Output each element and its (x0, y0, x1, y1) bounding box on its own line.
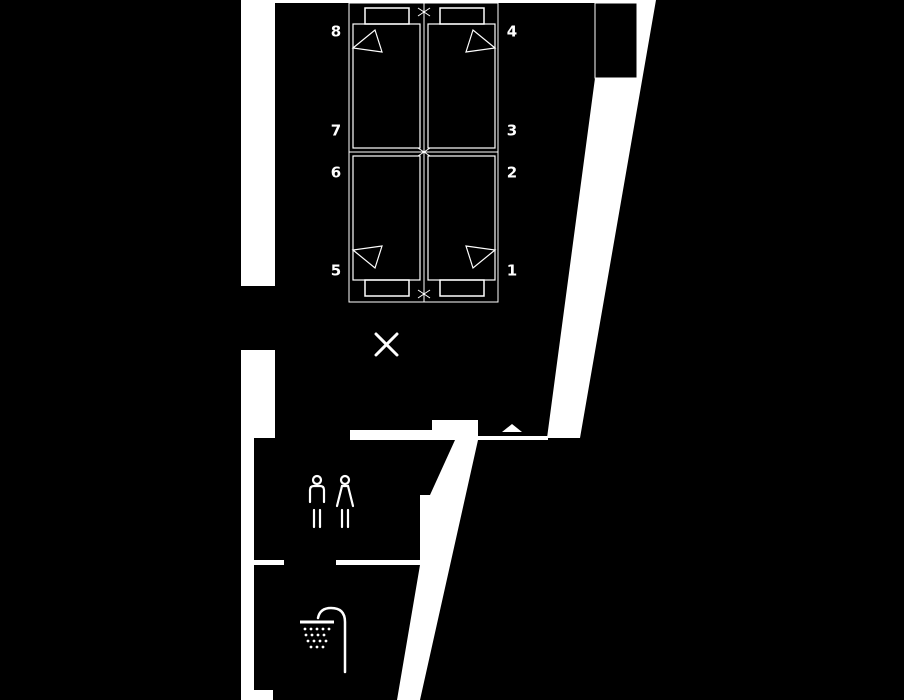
bunk-beds (348, 2, 499, 303)
partition-wall-left (350, 430, 432, 440)
bed-upper-right (427, 23, 496, 149)
blanket-fold-1 (465, 245, 497, 270)
shower-divider-left (254, 560, 284, 565)
shower-icon (300, 606, 347, 674)
lower-slanted-wall (397, 440, 478, 700)
bed-number-3: 3 (507, 122, 517, 140)
pillow-5 (364, 279, 410, 297)
x-mark-icon (374, 332, 399, 357)
walls (241, 0, 656, 700)
bed-lower-right (427, 155, 496, 281)
bed-number-4: 4 (507, 23, 517, 41)
bed-number-1: 1 (507, 262, 517, 280)
bed-numbers: 1 2 3 4 5 6 7 8 (331, 23, 517, 280)
pillow-1 (439, 279, 485, 297)
ladder-marks (417, 7, 431, 299)
bed-lower-left (352, 155, 421, 281)
bed-number-6: 6 (331, 164, 341, 182)
left-wall-bottom-step (241, 690, 273, 700)
partition-wall-door (478, 436, 548, 440)
left-wall-lower (241, 438, 254, 700)
blanket-fold-5 (351, 245, 383, 270)
entrance-arrow-icon (502, 424, 522, 432)
bed-upper-left (352, 23, 421, 149)
top-wall (241, 0, 639, 3)
left-wall-upper (241, 0, 275, 286)
bed-number-8: 8 (331, 23, 341, 41)
toilet-man-woman-icon (308, 474, 355, 529)
pillow-8 (364, 7, 410, 25)
shower-divider-right (336, 560, 420, 565)
right-slanted-wall (547, 0, 656, 438)
partition-wall-right (432, 420, 478, 440)
right-closet (594, 2, 638, 79)
bed-number-2: 2 (507, 164, 517, 182)
restroom-inner-wall (420, 495, 432, 565)
blanket-fold-8 (351, 28, 383, 53)
pillow-4 (439, 7, 485, 25)
bed-number-5: 5 (331, 262, 341, 280)
left-wall-middle (241, 350, 275, 438)
bed-number-7: 7 (331, 122, 341, 140)
blanket-fold-4 (465, 28, 497, 53)
